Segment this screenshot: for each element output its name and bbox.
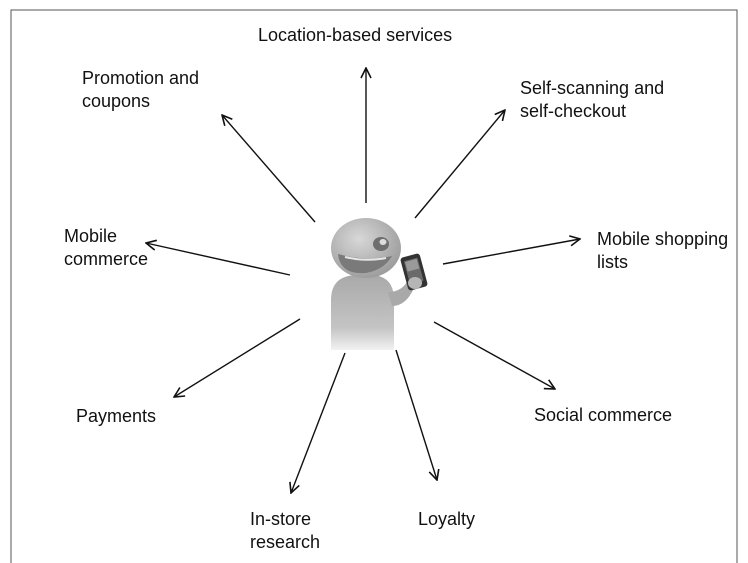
arrow-social bbox=[433, 321, 555, 389]
label-loyalty: Loyalty bbox=[418, 509, 476, 529]
label-in-store: In-store research bbox=[250, 509, 321, 552]
arrow-self-scanning bbox=[414, 110, 505, 219]
label-promotion: Promotion and coupons bbox=[82, 68, 200, 111]
person-with-smartphone-icon bbox=[331, 218, 428, 350]
arrow-in-store bbox=[291, 352, 346, 493]
frame-border bbox=[10, 9, 738, 563]
label-location: Location-based services bbox=[258, 25, 453, 45]
arrow-payments bbox=[174, 318, 301, 397]
label-shopping-lists: Mobile shopping lists bbox=[597, 229, 729, 272]
label-mobile-commerce: Mobile commerce bbox=[64, 226, 149, 269]
arrow-mobile-commerce bbox=[146, 243, 291, 276]
label-self-scanning: Self-scanning and self-checkout bbox=[520, 78, 665, 121]
arrow-loyalty bbox=[395, 349, 437, 480]
arrow-promotion bbox=[222, 115, 316, 223]
label-payments: Payments bbox=[76, 406, 157, 426]
label-social: Social commerce bbox=[534, 405, 673, 425]
arrow-shopping-lists bbox=[442, 239, 580, 265]
